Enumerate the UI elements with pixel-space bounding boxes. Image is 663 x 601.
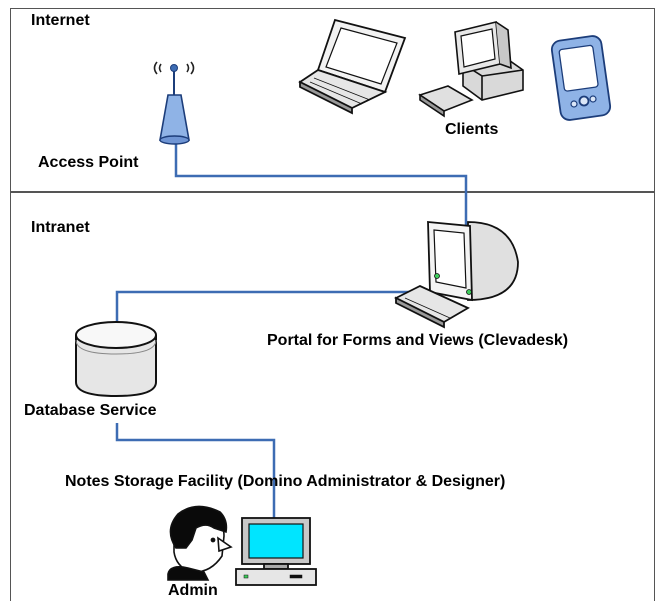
intranet-zone-label: Intranet [31, 219, 90, 236]
clients-label: Clients [445, 121, 499, 138]
access-point-label: Access Point [38, 154, 139, 171]
desktop-client-icon [418, 21, 524, 118]
link-portal-database [115, 290, 410, 325]
intranet-zone [10, 192, 655, 601]
admin-computer-icon [235, 517, 317, 586]
admin-label: Admin [168, 582, 218, 599]
link-access-point-portal [174, 135, 468, 228]
portal-label: Portal for Forms and Views (Clevadesk) [267, 332, 569, 349]
database-icon [75, 321, 157, 398]
admin-person-icon [167, 505, 233, 581]
portal-workstation-icon [393, 221, 519, 329]
link-database-storage [115, 423, 276, 518]
internet-zone-label: Internet [31, 12, 90, 29]
database-label: Database Service [24, 402, 157, 419]
notes-storage-label: Notes Storage Facility (Domino Administr… [65, 473, 506, 490]
laptop-icon [298, 18, 407, 115]
connection-lines [115, 135, 468, 518]
access-point-icon [153, 61, 195, 145]
handheld-device-icon [550, 35, 612, 121]
